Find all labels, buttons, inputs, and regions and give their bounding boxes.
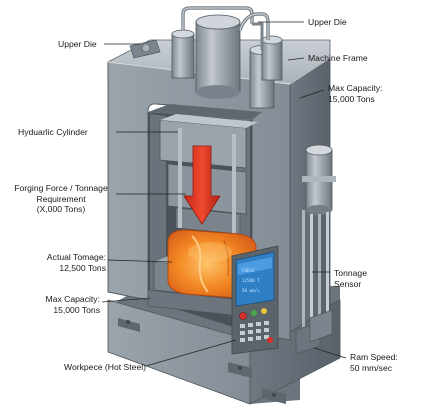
top-cylinders (129, 6, 283, 109)
svg-text:50 mm/s: 50 mm/s (242, 288, 260, 293)
down-arrow-icon (183, 145, 221, 225)
label-forging-force: Forging Force / Tonnage Requirement (X,0… (6, 183, 116, 215)
label-upper-die-left: Upper Die (58, 39, 97, 50)
label-ram-speed: Ram Speed: 50 mm/sec (350, 352, 398, 373)
svg-text:12500 T: 12500 T (242, 278, 260, 283)
label-text: 15,000 Tons (53, 304, 100, 315)
label-actual-tonnage: Actual Tomage: 12,500 Tons (26, 252, 106, 273)
label-text: Upper Die (308, 17, 347, 27)
label-text: Max Capacity: (328, 83, 383, 93)
label-text: Ram Speed: (350, 352, 398, 362)
label-text: Sensor (334, 278, 362, 289)
label-text: Forging Force / Tonnage (14, 183, 108, 193)
label-workpiece: Workpece (Hot Steel) (64, 362, 146, 373)
svg-text:FORCE: FORCE (242, 268, 255, 273)
label-text: Hyduarlic Cylinder (18, 127, 88, 137)
label-text: Actual Tomage: (46, 252, 106, 262)
label-text: Max Capacity: (45, 294, 100, 304)
label-hydraulic-cylinder: Hyduarlic Cylinder (18, 127, 88, 138)
label-tonnage-sensor: Tonnage Sensor (334, 268, 367, 289)
label-text: Machine Frame (308, 53, 368, 63)
leader-lines (101, 21, 347, 367)
label-text: Workpece (Hot Steel) (64, 362, 146, 372)
label-upper-die-right: Upper Die (308, 17, 347, 28)
label-max-capacity-bottom: Max Capacity: 15,000 Tons (20, 294, 100, 315)
label-text: Upper Die (58, 39, 97, 49)
label-text: (X,000 Tons) (36, 204, 86, 214)
label-text: Requirement (36, 193, 86, 204)
label-text: 15,000 Tons (328, 93, 375, 104)
label-text: Tonnage (334, 268, 367, 278)
tonnage-sensor-unit (295, 144, 336, 355)
label-machine-frame: Machine Frame (308, 53, 368, 64)
label-text: 50 mm/sec (350, 362, 393, 373)
label-max-capacity-top: Max Capacity: 15,000 Tons (328, 83, 382, 104)
control-panel: FORCE 12500 T 50 mm/s (231, 245, 279, 355)
label-text: 12,500 Tons (59, 262, 106, 273)
